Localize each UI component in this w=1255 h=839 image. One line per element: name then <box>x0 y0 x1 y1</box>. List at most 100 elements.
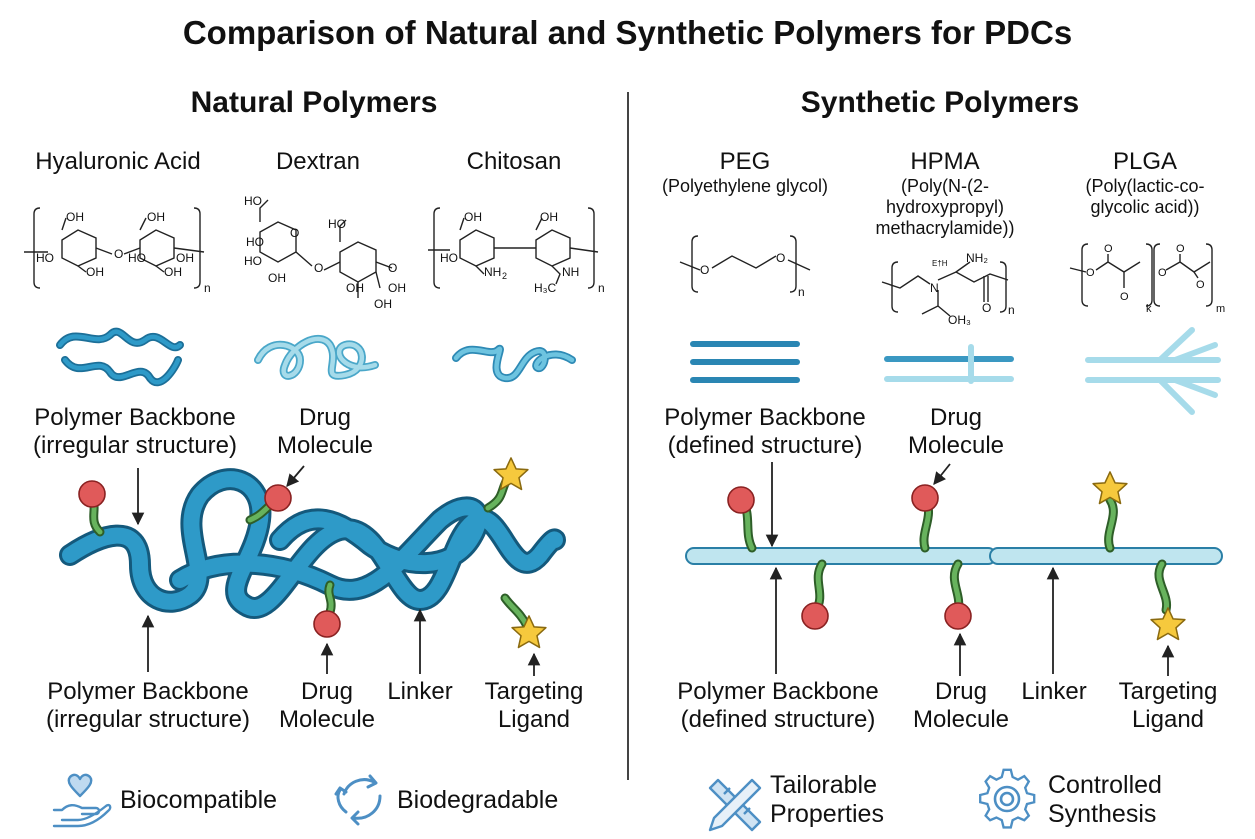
natural-ligand-label-line2: Ligand <box>497 706 571 733</box>
peg-chain-icon <box>690 341 800 383</box>
dextran-atoms: HO HO HO OH O O HO O OH OH OH <box>244 194 406 311</box>
plga-o-2: O <box>1104 243 1113 255</box>
chitosan-chain-inner <box>453 346 575 381</box>
ha-oh-5: OH <box>176 251 194 265</box>
plga-o-6: O <box>1196 279 1205 291</box>
section-divider <box>627 92 629 780</box>
peg-structure <box>679 235 811 293</box>
ha-n-subscript: n <box>204 281 211 295</box>
chitosan-atoms: OH OH HO NH 2 NH H₃C n <box>440 210 605 295</box>
natural-drug-3 <box>313 610 341 638</box>
natural-drug-2 <box>264 484 292 512</box>
synthetic-backbone-label-bottom-line1: Polymer Backbone <box>677 678 879 705</box>
plga-chain-icon <box>1085 327 1221 415</box>
plga-atoms: O O O O O O k m <box>1086 243 1225 315</box>
peg-o-2: O <box>776 251 785 265</box>
dextran-o-3: O <box>388 261 397 275</box>
polymer-name-hyaluronic-acid: Hyaluronic Acid <box>35 148 201 175</box>
natural-backbone-label-bottom: Polymer Backbone (irregular structure) <box>18 678 278 734</box>
chitosan-nh2-subscript: 2 <box>502 271 507 281</box>
synthetic-ligand-label-line2: Ligand <box>1131 706 1205 733</box>
synthetic-drug-label-bottom-line1: Drug <box>934 678 988 705</box>
natural-backbone-label-top: Polymer Backbone (irregular structure) <box>10 404 260 460</box>
synthetic-section-title: Synthetic Polymers <box>800 86 1080 119</box>
synthetic-drug-4 <box>944 602 972 630</box>
synthetic-linkers <box>737 495 1172 615</box>
plga-o-4: O <box>1158 267 1167 279</box>
hpma-n-subscript: n <box>1008 303 1015 317</box>
ha-oh-2: OH <box>147 210 165 224</box>
polymer-name-hpma: HPMA <box>910 148 980 175</box>
dextran-o-1: O <box>290 226 299 240</box>
synthetic-backbone-label-top-line2: (defined structure) <box>667 432 863 459</box>
dextran-o-2: O <box>314 261 323 275</box>
synthetic-ligand-2 <box>1150 607 1186 641</box>
polymer-name-dextran: Dextran <box>275 148 361 175</box>
natural-ligand-2 <box>511 615 547 649</box>
ha-o-1: O <box>114 247 123 261</box>
polymer-sub-plga-1: (Poly(lactic-co- <box>1085 176 1205 196</box>
polymer-block-hpma: HPMA (Poly(N-(2- hydroxypropyl) methacry… <box>850 148 1040 239</box>
synthetic-backbone <box>685 547 1223 565</box>
feature-controlled-line2: Synthesis <box>1048 800 1157 828</box>
polymer-name-plga: PLGA <box>1112 148 1178 175</box>
hpma-oh3: OH₃ <box>948 313 971 327</box>
chitosan-nh2: NH <box>484 265 501 279</box>
polymer-block-peg: PEG (Polyethylene glycol) <box>640 148 850 197</box>
dextran-ho-4: HO <box>328 217 346 231</box>
plga-o-3: O <box>1120 291 1129 303</box>
natural-linker-label: Linker <box>387 678 453 705</box>
synthetic-drug-1 <box>727 486 755 514</box>
natural-section-title: Natural Polymers <box>190 86 438 119</box>
chitosan-oh-2: OH <box>540 210 558 224</box>
hpma-o: O <box>982 301 991 315</box>
plga-o-1: O <box>1086 267 1095 279</box>
feature-biocompatible: Biocompatible <box>120 786 278 814</box>
dextran-oh-3: OH <box>346 281 364 295</box>
polymer-sub-peg: (Polyethylene glycol) <box>661 176 829 196</box>
synthetic-ligand-label-line1: Targeting <box>1118 678 1218 705</box>
hyaluronic-acid-structure <box>24 207 205 289</box>
hpma-n: N <box>930 281 939 295</box>
polymer-block-plga: PLGA (Poly(lactic-co- glycolic acid)) <box>1050 148 1240 218</box>
peg-atoms: O O n <box>700 251 805 299</box>
page-title: Comparison of Natural and Synthetic Poly… <box>182 14 1073 51</box>
polymer-name-chitosan: Chitosan <box>466 148 562 175</box>
polymer-name-peg: PEG <box>719 148 771 175</box>
natural-backbone-label-top-line2: (irregular structure) <box>32 432 238 459</box>
natural-backbone-label-bottom-line2: (irregular structure) <box>45 706 251 733</box>
dextran-oh-2: OH <box>388 281 406 295</box>
hpma-structure <box>881 261 1009 317</box>
synthetic-ligand-label: Targeting Ligand <box>1098 678 1238 734</box>
synthetic-drug-label-bottom-line2: Molecule <box>912 706 1010 733</box>
synthetic-backbone-label-bottom: Polymer Backbone (defined structure) <box>648 678 908 734</box>
ha-oh-1: OH <box>66 210 84 224</box>
hpma-atoms: NH₂ E†H N O OH₃ n <box>930 251 1015 327</box>
chitosan-n-subscript: n <box>598 281 605 295</box>
plga-k-subscript: k <box>1146 303 1152 315</box>
natural-drug-1 <box>78 480 106 508</box>
natural-drug-label-bottom: Drug Molecule <box>262 678 392 734</box>
dextran-ho-2: HO <box>246 235 264 249</box>
feature-tailorable-line2: Properties <box>770 800 884 828</box>
gear-icon <box>979 768 1036 829</box>
polymer-sub-plga-2: glycolic acid)) <box>1090 197 1200 217</box>
natural-backbone <box>59 468 566 619</box>
plga-o-5: O <box>1176 243 1185 255</box>
recycle-icon <box>334 774 382 826</box>
synthetic-drug-label-top-line2: Molecule <box>907 432 1005 459</box>
ruler-pencil-icon <box>708 778 762 832</box>
plga-structure <box>1069 243 1213 307</box>
dextran-oh-1: OH <box>268 271 286 285</box>
peg-n-subscript: n <box>798 285 805 299</box>
synthetic-arrows <box>765 462 1175 676</box>
synthetic-drug-3 <box>801 602 829 630</box>
natural-drug-label-top: Drug Molecule <box>255 404 395 460</box>
natural-drug-label-bottom-line1: Drug <box>300 678 354 705</box>
natural-drug-label-top-line1: Drug <box>298 404 352 431</box>
natural-ligand-1 <box>493 457 529 491</box>
synthetic-backbone-label-top: Polymer Backbone (defined structure) <box>640 404 890 460</box>
natural-backbone-label-top-line1: Polymer Backbone <box>34 404 236 431</box>
feature-tailorable-properties: Tailorable Properties <box>770 771 884 829</box>
